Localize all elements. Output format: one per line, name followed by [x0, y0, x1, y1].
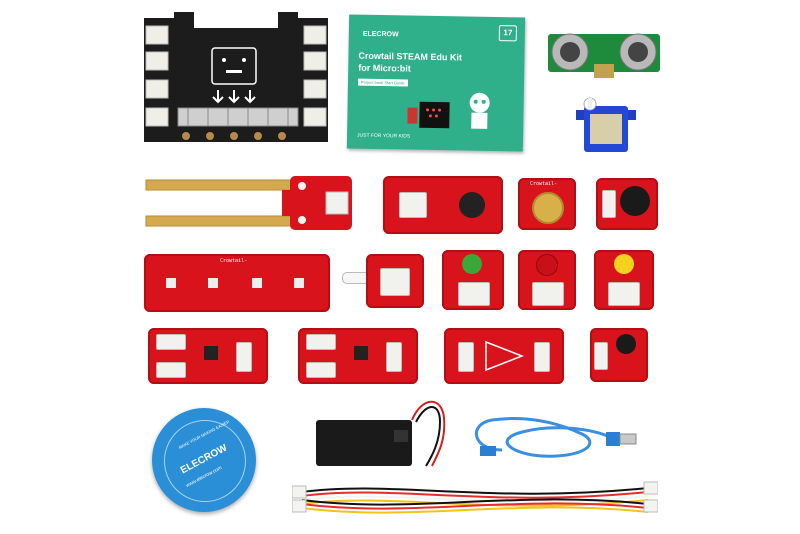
module-connector [156, 334, 186, 350]
ic-chip [204, 346, 218, 360]
moisture-sensor-graphic [145, 176, 352, 230]
reed-switch-module [342, 252, 426, 310]
ultrasonic-sensor [548, 28, 660, 78]
usb-cable [462, 410, 640, 472]
servo-graphic [576, 97, 636, 152]
module-connector [532, 282, 564, 306]
gate-symbol [485, 340, 524, 372]
module-connector [380, 268, 410, 296]
dual-relay-module-1 [148, 328, 268, 384]
vibration-motor [459, 192, 485, 218]
rgb-label: Crowtail- [220, 258, 248, 264]
module-connector [236, 342, 252, 372]
yellow-led [614, 254, 634, 274]
module-connector [306, 334, 336, 350]
crowtail-cables [291, 470, 659, 520]
touch-pad [532, 192, 564, 224]
green-led [462, 254, 482, 274]
manual-subtitle: Project book Start Guide [357, 78, 408, 87]
rgb-led-4 [294, 278, 304, 288]
elecrow-coaster: MAKE YOUR MAKING EASIER ELECROW www.elec… [152, 408, 256, 512]
moisture-sensor [142, 172, 356, 232]
usb-cable-graphic [474, 417, 637, 458]
buzzer-module [596, 178, 658, 230]
touch-label: Crowtail- [530, 181, 558, 187]
green-led-module [442, 250, 504, 310]
touch-sensor-module: Crowtail- [518, 178, 576, 230]
module-connector [534, 342, 550, 372]
rgb-led-2 [208, 278, 218, 288]
module-connector [594, 342, 608, 370]
module-connector [458, 342, 474, 372]
rgb-led-1 [166, 278, 176, 288]
rgb-led-module: Crowtail- [144, 254, 330, 312]
microbit-expansion-board [138, 12, 334, 148]
battery-holder-graphic [316, 400, 446, 467]
module-connector [399, 192, 427, 218]
manual-title-2: for Micro:bit [358, 62, 411, 74]
yellow-led-module [594, 250, 654, 310]
module-connector [602, 190, 616, 218]
expansion-board-graphic [144, 12, 328, 142]
servo-motor [574, 96, 638, 154]
manual-title-1: Crowtail STEAM Edu Kit [358, 50, 463, 63]
manual-footer: JUST FOR YOUR KIDS [357, 132, 411, 140]
vibration-motor-module [383, 176, 503, 234]
sound-sensor-module [590, 328, 648, 382]
rgb-led-3 [252, 278, 262, 288]
module-connector [306, 362, 336, 378]
microphone [616, 334, 636, 354]
manual-cover-illustration [407, 92, 490, 129]
battery-holder [312, 400, 462, 470]
red-led [536, 254, 558, 276]
ultrasonic-graphic [548, 33, 660, 78]
manual-brand: ELECROW [362, 30, 399, 39]
red-led-module [518, 250, 576, 310]
logic-gate-module [444, 328, 564, 384]
module-connector [386, 342, 402, 372]
kit-manual: ELECROW 17 Crowtail STEAM Edu Kit for Mi… [346, 14, 526, 152]
reed-board [366, 254, 424, 308]
dual-relay-module-2 [298, 328, 418, 384]
buzzer [620, 186, 650, 216]
module-connector [458, 282, 490, 306]
module-connector [156, 362, 186, 378]
coaster-inner [164, 420, 246, 502]
manual-badge: 17 [498, 25, 518, 42]
ic-chip [354, 346, 368, 360]
module-connector [608, 282, 640, 306]
cables-graphic [291, 481, 659, 514]
